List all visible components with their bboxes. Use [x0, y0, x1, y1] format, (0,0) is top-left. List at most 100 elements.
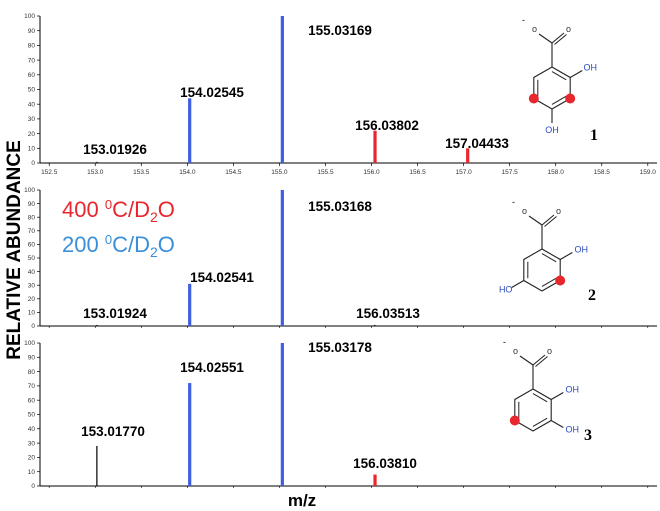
benzene-ring	[514, 388, 552, 432]
hydroxyl-label: HO	[499, 285, 513, 295]
peak-label: 155.03178	[308, 340, 372, 355]
y-tick-label: 70	[28, 383, 36, 390]
peak-bar-155.03178	[280, 343, 284, 486]
x-tick-label: 157.0	[455, 169, 472, 176]
peak-label: 157.04433	[445, 136, 509, 151]
y-tick-label: 80	[28, 214, 36, 221]
deuteration-site-dot	[555, 275, 566, 286]
benzene-ring	[523, 248, 561, 292]
y-tick-label: 80	[28, 43, 36, 50]
oxygen-atom: o	[513, 346, 518, 356]
peak-label: 154.02545	[180, 85, 244, 100]
y-tick-label: 50	[28, 412, 36, 419]
x-tick-label: 153.0	[87, 169, 104, 176]
y-tick-label: 40	[28, 101, 36, 108]
peak-label: 156.03810	[353, 456, 417, 471]
bond	[541, 214, 555, 226]
y-tick-label: 10	[28, 146, 36, 153]
charge-sign: -	[522, 15, 525, 25]
peak-bar-154.02541	[188, 283, 192, 326]
x-tick-label: 157.5	[502, 169, 519, 176]
deuteration-site-dot	[528, 93, 539, 104]
bond	[569, 70, 583, 78]
peak-label: 153.01926	[83, 142, 147, 157]
peak-bar-156.03810	[373, 474, 377, 486]
peak-bar-154.02551	[188, 383, 192, 486]
y-tick-label: 0	[31, 483, 35, 490]
x-tick-label: 155.0	[271, 169, 288, 176]
peak-bar-155.03169	[280, 16, 284, 163]
y-tick-label: 60	[28, 397, 36, 404]
y-axis-label: RELATIVE ABUNDANCE	[4, 140, 25, 360]
double-bond	[532, 417, 548, 427]
y-tick-label: 30	[28, 282, 36, 289]
y-tick-label: 20	[28, 296, 36, 303]
y-tick-label: 60	[28, 242, 36, 249]
bond	[538, 33, 553, 44]
bond	[551, 32, 565, 44]
hydroxyl-label: OH	[566, 385, 580, 395]
deuteration-site-dot	[565, 93, 576, 104]
double-bond	[551, 71, 567, 81]
charge-sign: -	[512, 197, 515, 207]
x-tick-label: 159.0	[640, 169, 657, 176]
y-tick-label: 90	[28, 201, 36, 208]
double-bond	[551, 95, 567, 105]
double-bond	[541, 277, 557, 287]
compound-number: 3	[584, 427, 592, 444]
spectrum-panel-3: 0102030405060708090100153.01770154.02551…	[24, 340, 657, 490]
bond	[532, 354, 546, 366]
x-tick-label: 154.5	[225, 169, 242, 176]
peak-label: 153.01924	[83, 306, 147, 321]
oxygen-atom: o	[556, 206, 561, 216]
y-tick-label: 70	[28, 228, 36, 235]
deuteration-site-dot	[509, 415, 520, 426]
y-tick-label: 90	[28, 28, 36, 35]
oxygen-atom: o	[522, 206, 527, 216]
y-tick-label: 70	[28, 57, 36, 64]
y-tick-label: 30	[28, 440, 36, 447]
y-tick-label: 0	[31, 160, 35, 167]
hydroxyl-label: OH	[575, 245, 589, 255]
bond	[550, 392, 564, 400]
bond	[559, 252, 573, 260]
y-tick-label: 10	[28, 469, 36, 476]
legend-red-label: 400 0C/D2O	[62, 197, 175, 225]
peak-bar-153.01770	[96, 445, 98, 486]
x-tick-label: 154.0	[179, 169, 196, 176]
bond	[550, 420, 564, 428]
compound-number: 1	[590, 127, 598, 144]
spectrum-panel-2: 0102030405060708090100153.01924154.02541…	[24, 187, 657, 330]
y-tick-label: 100	[24, 340, 35, 347]
benzene-ring	[533, 66, 571, 110]
bond	[544, 216, 557, 227]
peak-label: 156.03513	[356, 306, 420, 321]
y-tick-label: 100	[24, 187, 35, 194]
y-tick-label: 90	[28, 355, 36, 362]
peak-bar-154.02545	[188, 98, 192, 163]
x-tick-label: 152.5	[41, 169, 58, 176]
charge-sign: -	[503, 337, 506, 347]
bond	[519, 355, 534, 366]
peak-bar-153.01926	[96, 161, 98, 163]
hydroxyl-label: OH	[566, 425, 580, 435]
y-tick-label: 80	[28, 369, 36, 376]
hydroxyl-label: OH	[545, 125, 559, 135]
y-tick-label: 100	[24, 13, 35, 20]
double-bond	[541, 253, 557, 263]
peak-label: 156.03802	[355, 118, 419, 133]
peak-bar-156.03513	[374, 324, 376, 326]
x-tick-label: 156.5	[409, 169, 426, 176]
peak-label: 154.02551	[180, 360, 244, 375]
peak-bar-157.04433	[466, 148, 470, 163]
y-tick-label: 40	[28, 426, 36, 433]
bond	[554, 34, 567, 45]
bond	[528, 215, 543, 226]
peak-label: 155.03169	[308, 23, 372, 38]
